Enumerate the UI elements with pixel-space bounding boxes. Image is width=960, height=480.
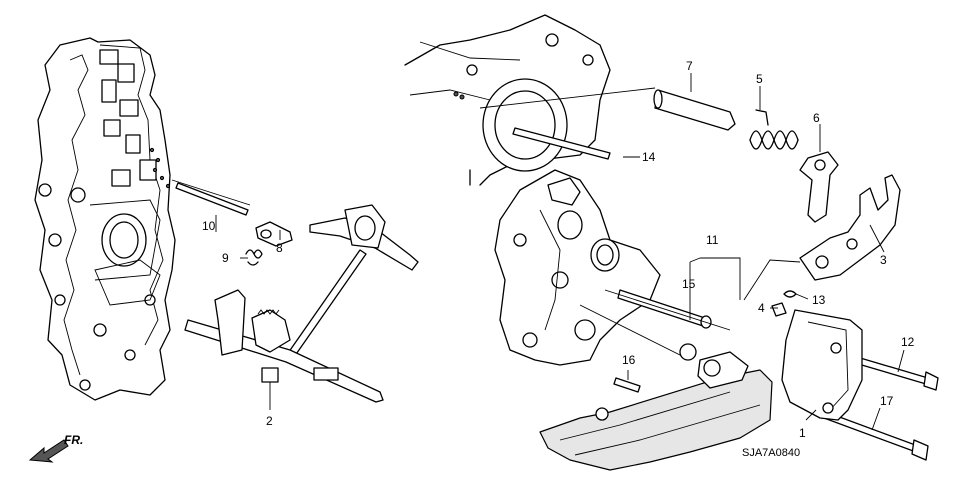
callout-3: 3 [880, 253, 887, 267]
callout-7: 7 [686, 59, 693, 73]
spring-part-5 [749, 109, 799, 150]
callout-11: 11 [706, 233, 719, 247]
front-direction-label: FR. [64, 433, 83, 447]
callout-9: 9 [222, 251, 229, 265]
callout-13: 13 [812, 293, 826, 307]
left-transmission-housing [34, 37, 251, 401]
callout-12: 12 [901, 335, 915, 349]
callout-14: 14 [642, 150, 656, 164]
cover-part-1 [781, 309, 863, 421]
oil-strainer [539, 343, 773, 471]
callout-15: 15 [682, 277, 696, 291]
callout-17: 17 [880, 394, 894, 408]
leader-lines [215, 73, 905, 431]
callout-10: 10 [202, 219, 216, 233]
shift-shaft-assembly [175, 182, 419, 403]
drawing-code: SJA7A0840 [742, 447, 800, 459]
callout-1: 1 [799, 426, 806, 440]
bolt-part-4 [771, 302, 787, 317]
callout-8: 8 [276, 241, 283, 255]
right-transmission-case [404, 14, 656, 186]
shaft-part-7 [654, 89, 736, 131]
callout-5: 5 [756, 72, 763, 86]
front-direction-arrow: FR. [28, 433, 83, 463]
valve-body-housing [494, 169, 731, 366]
callout-6: 6 [813, 111, 820, 125]
callout-4: 4 [758, 301, 765, 315]
callout-labels: 1 2 3 4 5 6 7 8 9 10 11 12 13 14 15 16 1… [202, 59, 915, 440]
clip-part-13 [783, 290, 797, 298]
callout-16: 16 [622, 353, 636, 367]
shift-fork-part-3 [799, 174, 901, 281]
shift-arm-part-6 [799, 151, 839, 223]
callout-2: 2 [266, 414, 273, 428]
